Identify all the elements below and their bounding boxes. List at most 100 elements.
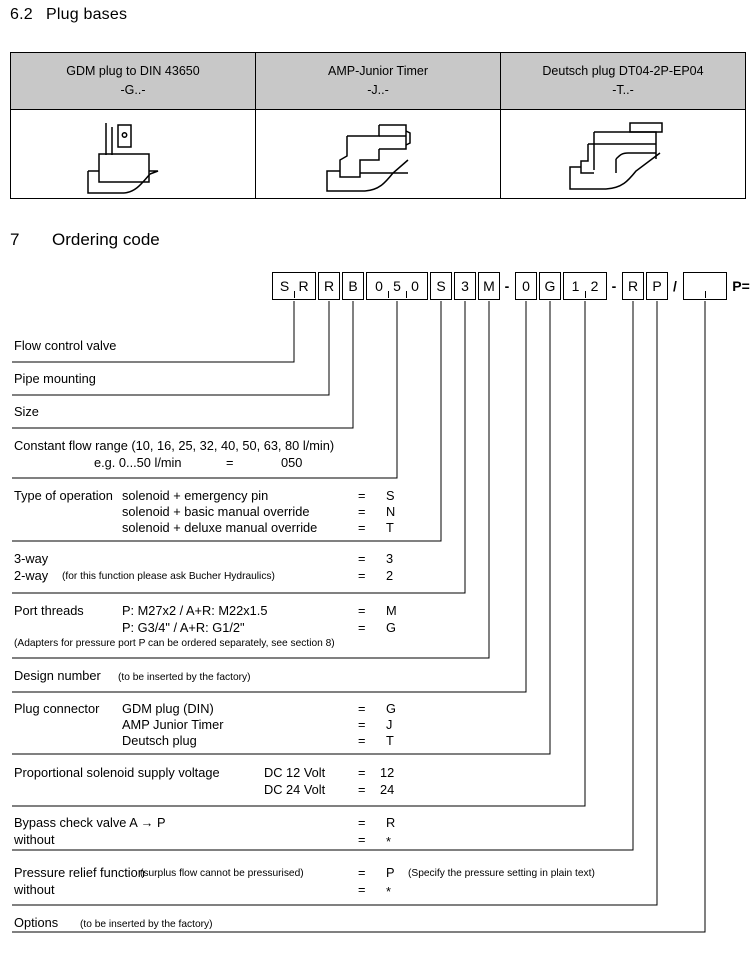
- code-box-p[interactable]: P: [646, 272, 668, 300]
- row-value-bypass-2: *: [386, 834, 391, 849]
- row-label-options: Options: [14, 915, 59, 930]
- row-desc-plug-2: AMP Junior Timer: [122, 717, 224, 732]
- row-eq-bypass-1: =: [358, 815, 366, 830]
- row-eq-plug-1: =: [358, 701, 366, 716]
- row-eq-operation-3: =: [358, 520, 366, 535]
- code-box-0[interactable]: 0: [515, 272, 537, 300]
- row-desc-constant-flow-example: e.g. 0...50 l/min: [94, 455, 182, 470]
- row-eq-operation-2: =: [358, 504, 366, 519]
- row-label-bypass-check-valve: Bypass check valve A → P: [14, 815, 166, 830]
- row-trailing-note-pressure: (Specify the pressure setting in plain t…: [408, 868, 595, 879]
- row-footnote-port-threads: (Adapters for pressure port P can be ord…: [14, 638, 335, 649]
- row-label-3-way: 3-way: [14, 551, 49, 566]
- code-seg-r3: R: [627, 278, 639, 294]
- row-label-design-number: Design number: [14, 668, 101, 683]
- code-suffix-pressure: P=: [732, 278, 750, 294]
- row-eq-plug-3: =: [358, 733, 366, 748]
- row-label-pressure-without: without: [14, 882, 55, 897]
- code-box-r2[interactable]: R: [622, 272, 644, 300]
- code-divider-tick: [584, 291, 586, 298]
- row-label-pipe-mounting: Pipe mounting: [14, 371, 96, 386]
- row-label-flow-control-valve: Flow control valve: [14, 338, 117, 353]
- plug-name-gdm: GDM plug to DIN 43650: [66, 63, 200, 78]
- row-value-port-threads-2: G: [386, 620, 396, 635]
- row-label-constant-flow-range: Constant flow range (10, 16, 25, 32, 40,…: [14, 438, 335, 453]
- code-separator-dash-2: -: [611, 278, 617, 294]
- row-eq-operation-1: =: [358, 488, 366, 503]
- code-seg-b: B: [348, 278, 358, 294]
- row-value-port-threads-1: M: [386, 603, 397, 618]
- row-desc-operation-3: solenoid + deluxe manual override: [122, 520, 318, 535]
- plug-bases-header-row: GDM plug to DIN 43650 -G..- AMP-Junior T…: [10, 52, 746, 110]
- row-label-bypass-without: without: [14, 832, 55, 847]
- plug-code-deutsch: -T..-: [612, 83, 634, 97]
- code-separator-slash: /: [673, 278, 677, 294]
- row-value-constant-flow: 050: [281, 455, 303, 470]
- code-box-3[interactable]: 3: [454, 272, 476, 300]
- row-value-operation-2: N: [386, 504, 396, 519]
- code-seg-s: S: [279, 278, 290, 294]
- plug-code-amp: -J..-: [367, 83, 389, 97]
- section-62-number: 6.2: [10, 6, 33, 23]
- code-divider-tick: [387, 291, 389, 298]
- section-7-number: 7: [10, 230, 20, 249]
- code-box-blank-options[interactable]: [683, 272, 727, 300]
- row-eq-bypass-2: =: [358, 832, 366, 847]
- code-seg-g: G: [544, 278, 556, 294]
- amp-junior-timer-drawing-icon: [326, 124, 411, 192]
- section-62-title: Plug bases: [46, 6, 128, 23]
- row-eq-voltage-2: =: [358, 782, 366, 797]
- row-eq-constant-flow: =: [226, 455, 234, 470]
- row-value-voltage-2: 24: [380, 782, 395, 797]
- row-value-pressure-2: *: [386, 884, 391, 899]
- gdm-plug-drawing-icon: [87, 123, 159, 194]
- plug-drawing-cell-deutsch: [501, 110, 745, 198]
- code-divider-tick: [405, 291, 407, 298]
- code-seg-s2: S: [436, 278, 446, 294]
- code-box-s[interactable]: S: [430, 272, 452, 300]
- row-note-pressure-relief: (surplus flow cannot be pressurised): [140, 868, 304, 879]
- row-label-port-threads: Port threads: [14, 603, 84, 618]
- row-desc-port-threads-1: P: M27x2 / A+R: M22x1.5: [122, 603, 268, 618]
- row-label-plug-connector: Plug connector: [14, 701, 100, 716]
- row-note-design-number: (to be inserted by the factory): [118, 672, 251, 683]
- code-divider-tick: [704, 291, 706, 298]
- row-value-pressure-1: P: [386, 865, 395, 880]
- code-seg-0b: 0: [411, 278, 419, 294]
- code-seg-0c: 0: [522, 278, 530, 294]
- row-value-operation-1: S: [386, 488, 395, 503]
- code-box-g[interactable]: G: [539, 272, 561, 300]
- row-label-pressure-relief: Pressure relief function: [14, 865, 145, 880]
- row-note-2-way: (for this function please ask Bucher Hyd…: [62, 571, 275, 582]
- row-value-3-way: 3: [386, 551, 394, 566]
- plug-bases-drawing-row: [10, 110, 746, 199]
- code-seg-3: 3: [461, 278, 469, 294]
- code-seg-5: 5: [393, 278, 401, 294]
- plug-code-gdm: -G..-: [120, 83, 146, 97]
- code-seg-p: P: [652, 278, 662, 294]
- row-desc-plug-1: GDM plug (DIN): [122, 701, 214, 716]
- row-label-supply-voltage: Proportional solenoid supply voltage: [14, 765, 220, 780]
- row-value-plug-1: G: [386, 701, 396, 716]
- plug-name-deutsch: Deutsch plug DT04-2P-EP04: [542, 63, 704, 78]
- code-box-m[interactable]: M: [478, 272, 500, 300]
- row-value-plug-2: J: [386, 717, 393, 732]
- plug-bases-table: GDM plug to DIN 43650 -G..- AMP-Junior T…: [10, 52, 746, 199]
- code-seg-m: M: [483, 278, 495, 294]
- row-eq-port-threads-2: =: [358, 620, 366, 635]
- plug-drawing-cell-gdm: [11, 110, 256, 198]
- row-eq-2-way: =: [358, 568, 366, 583]
- row-label-size: Size: [14, 404, 39, 419]
- row-desc-voltage-1: DC 12 Volt: [264, 765, 326, 780]
- row-value-plug-3: T: [386, 733, 394, 748]
- code-box-r[interactable]: R: [318, 272, 340, 300]
- code-seg-0a: 0: [375, 278, 383, 294]
- row-label-type-of-operation: Type of operation: [14, 488, 113, 503]
- plug-column-header-amp: AMP-Junior Timer -J..-: [256, 53, 501, 109]
- row-note-options: (to be inserted by the factory): [80, 919, 213, 930]
- code-box-b[interactable]: B: [342, 272, 364, 300]
